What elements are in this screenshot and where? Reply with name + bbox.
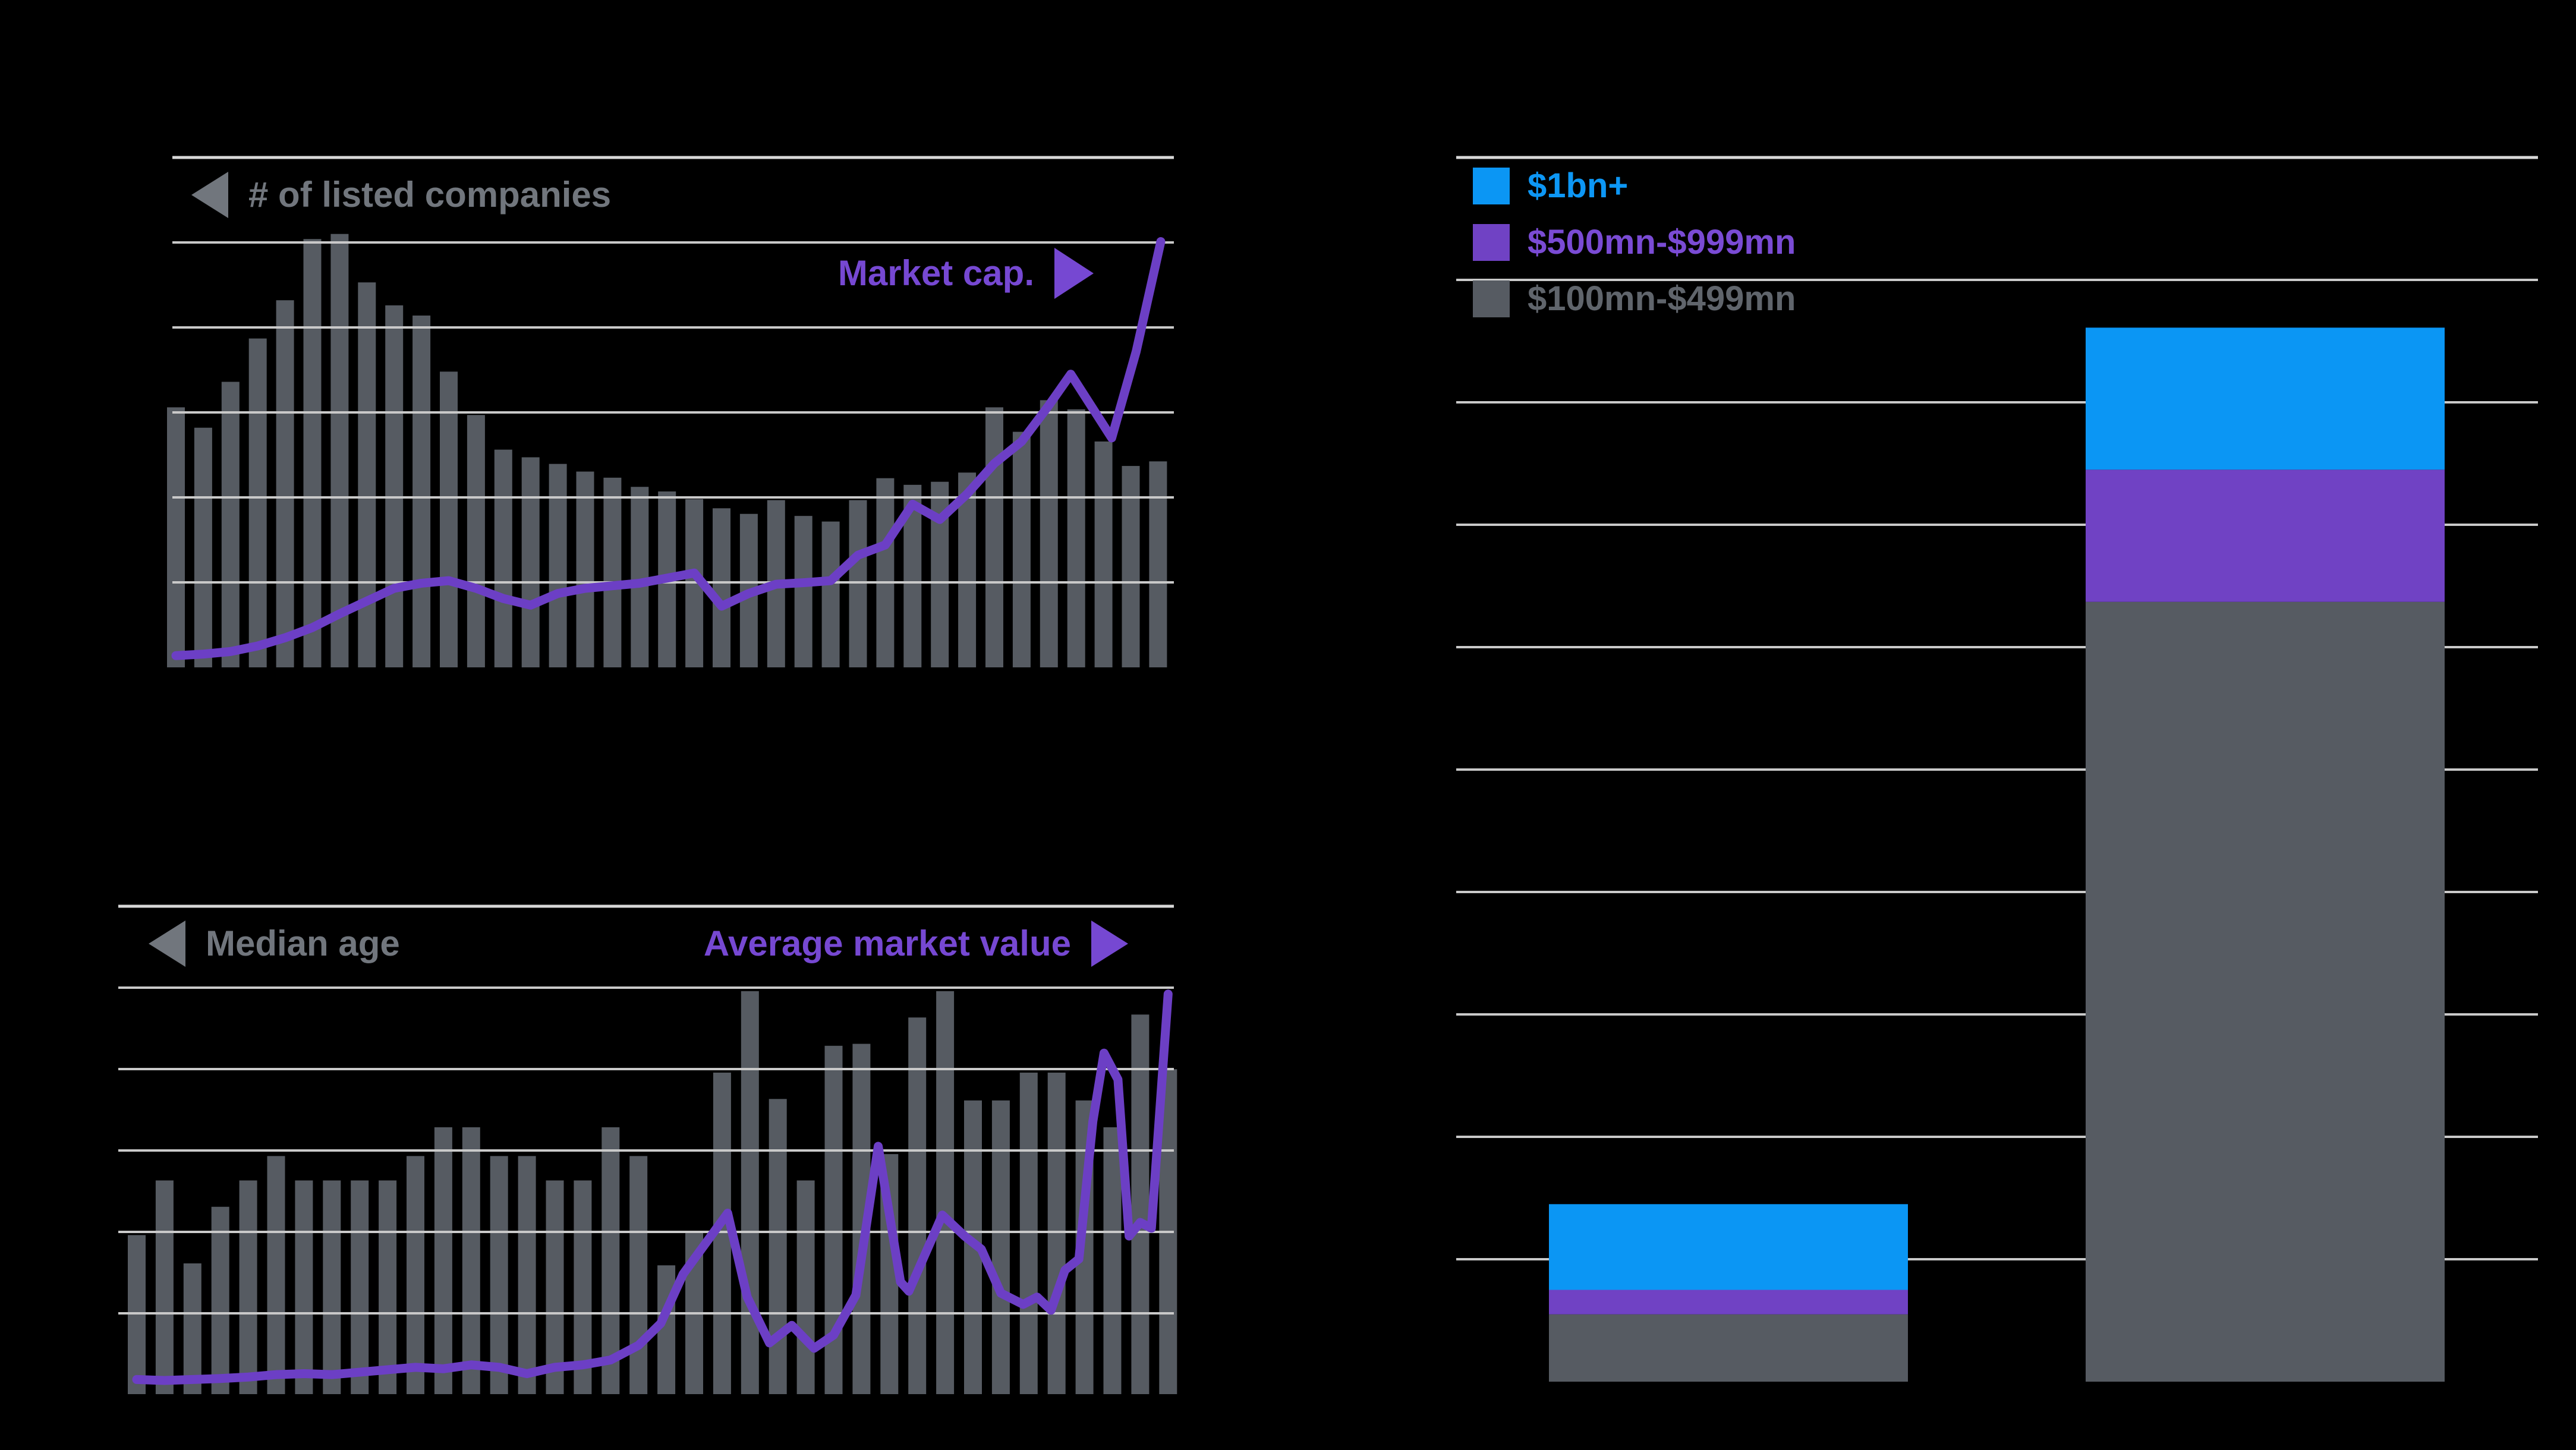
listed-companies-chart-bar	[713, 508, 730, 667]
market-value-distribution-chart-segment-$500mn-$999mn	[1549, 1290, 1908, 1315]
legend-swatch-gray	[1473, 280, 1510, 317]
listed-companies-chart-bar	[549, 464, 567, 667]
median-age-chart-bar	[462, 1127, 480, 1394]
listed-companies-chart-bar	[631, 487, 649, 667]
market-value-distribution-chart-segment-$500mn-$999mn	[2086, 469, 2445, 602]
left-arrow-icon	[191, 172, 228, 218]
listed-companies-chart-bar	[849, 500, 867, 667]
median-age-chart-bar	[211, 1206, 229, 1394]
listed-companies-chart-bar	[494, 449, 512, 667]
listed-companies-chart-bar	[1094, 441, 1113, 667]
median-age-chart-bar	[1047, 1072, 1066, 1394]
median-age-chart-bar	[1131, 1014, 1150, 1394]
bottom-bar-series-label: Median age	[206, 923, 400, 963]
listed-companies-chart-bar	[603, 477, 622, 667]
listed-companies-chart-bar	[412, 315, 431, 667]
median-age-chart-bar	[1103, 1127, 1122, 1394]
median-age-chart-bar	[490, 1156, 508, 1394]
listed-companies-chart-bar	[985, 407, 1003, 667]
listed-companies-chart-bar	[385, 305, 404, 667]
listed-companies-chart-bar	[358, 282, 376, 668]
legend-item-500mn-999mn: $500mn-$999mn	[1473, 224, 1796, 261]
listed-companies-chart-bar	[1012, 431, 1031, 667]
median-age-chart-bar	[323, 1180, 341, 1394]
median-age-chart-bar	[239, 1180, 257, 1394]
median-age-chart-bar	[295, 1180, 313, 1394]
median-age-chart-bar	[936, 991, 955, 1394]
listed-companies-chart-bar	[876, 478, 895, 667]
median-age-chart-bar	[769, 1099, 787, 1394]
median-age-chart-bar	[741, 991, 759, 1394]
top-line-series-label: Market cap.	[837, 253, 1034, 293]
listed-companies-chart-bar	[167, 407, 185, 667]
legend-item-100mn-499mn: $100mn-$499mn	[1473, 280, 1796, 317]
market-value-distribution-chart-segment-$100mn-$499mn	[1549, 1314, 1908, 1382]
listed-companies-chart-bar	[1122, 466, 1140, 667]
listed-companies-chart-bar	[248, 338, 267, 667]
listed-companies-chart-bar	[1149, 461, 1167, 667]
median-age-chart-bar	[379, 1180, 397, 1394]
legend-item-1bn-plus: $1bn+	[1473, 168, 1796, 204]
legend-label: $500mn-$999mn	[1528, 223, 1796, 261]
market-value-distribution-chart-segment-$100mn-$499mn	[2086, 601, 2445, 1382]
legend-label: $100mn-$499mn	[1528, 279, 1796, 318]
median-age-chart-bar	[183, 1263, 201, 1394]
bottom-line-series-label-row: Average market value	[704, 919, 1128, 969]
median-age-chart-bar	[128, 1235, 146, 1394]
legend-swatch-blue	[1473, 168, 1510, 204]
median-age-chart-bar	[1019, 1072, 1038, 1394]
top-bar-series-label: # of listed companies	[248, 175, 612, 215]
median-age-chart-bar	[267, 1156, 285, 1394]
listed-companies-chart-bar	[276, 300, 294, 667]
legend-label: $1bn+	[1528, 166, 1629, 205]
listed-companies-chart-bar	[194, 427, 212, 667]
listed-companies-chart-bar	[440, 371, 458, 667]
right-arrow-icon	[1054, 248, 1094, 299]
left-arrow-icon	[149, 921, 185, 967]
top-bar-series-label-row: # of listed companies	[191, 170, 611, 220]
listed-companies-chart-bar	[467, 415, 485, 667]
median-age-chart-bar	[518, 1156, 536, 1394]
listed-companies-chart-bar	[221, 382, 240, 667]
median-age-chart-bar	[574, 1180, 592, 1394]
median-age-chart-bar	[796, 1180, 815, 1394]
median-age-chart-bar	[351, 1180, 369, 1394]
listed-companies-chart-bar	[303, 239, 322, 667]
top-line-series-label-row: Market cap.	[837, 248, 1094, 299]
median-age-chart-bar	[991, 1100, 1010, 1394]
listed-companies-chart-bar	[794, 516, 813, 667]
right-arrow-icon	[1091, 921, 1128, 967]
median-age-chart-line	[132, 989, 1173, 1385]
median-age-chart-bar	[908, 1017, 927, 1394]
listed-companies-chart-bar	[330, 234, 349, 667]
listed-companies-chart-bar	[521, 457, 540, 667]
bottom-line-series-label: Average market value	[703, 923, 1071, 963]
listed-companies-chart-bar	[821, 521, 840, 667]
listed-companies-chart-line	[171, 237, 1166, 660]
median-age-chart-bar	[155, 1180, 174, 1394]
legend-swatch-purple	[1473, 224, 1510, 261]
median-age-chart-bar	[546, 1180, 564, 1394]
median-age-chart-bar	[602, 1127, 620, 1394]
market-value-distribution-chart-segment-$1bn+	[1549, 1204, 1908, 1290]
bottom-bar-series-label-row: Median age	[149, 919, 400, 969]
median-age-chart-bar	[629, 1156, 648, 1394]
listed-companies-chart-bar	[1040, 400, 1058, 667]
median-age-chart-bar	[434, 1127, 452, 1394]
listed-companies-chart-bar	[1067, 409, 1085, 667]
legend: $1bn+ $500mn-$999mn $100mn-$499mn	[1473, 168, 1796, 317]
listed-companies-chart-bar	[576, 471, 594, 667]
market-value-distribution-chart-segment-$1bn+	[2086, 327, 2445, 470]
median-age-chart-bar	[407, 1156, 424, 1394]
